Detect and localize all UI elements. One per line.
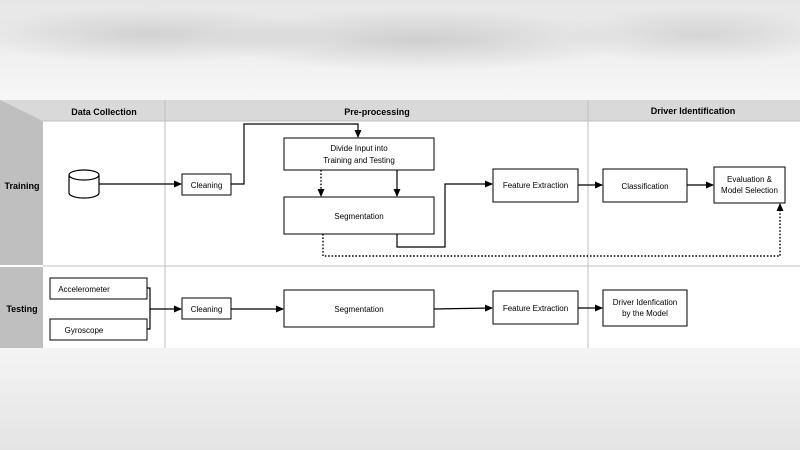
lane-label-testing: Testing — [6, 304, 37, 314]
driver-identification-label-line1: Driver Idenfication — [613, 298, 677, 307]
training-segmentation-box: Segmentation — [283, 196, 435, 235]
arrow-cleaning-to-divide — [231, 123, 362, 185]
divide-input-box: Divide Input into Training and Testing — [283, 137, 435, 171]
gyroscope-label: Gyroscope — [65, 326, 104, 335]
accelerometer-label: Accelerometer — [58, 285, 110, 294]
database-icon — [68, 169, 100, 199]
testing-feature-extraction-label: Feature Extraction — [503, 304, 568, 313]
dotted-arrow-segmentation-to-evaluation — [322, 203, 784, 257]
training-feature-extraction-box: Feature Extraction — [492, 168, 579, 203]
evaluation-label-line2: Model Selection — [721, 186, 778, 195]
lane-label-training: Training — [4, 181, 39, 191]
driver-identification-label-line2: by the Model — [622, 309, 668, 318]
testing-feature-extraction-box: Feature Extraction — [492, 290, 579, 325]
testing-cleaning-box: Cleaning — [181, 297, 232, 320]
phase-header-pre-processing: Pre-processing — [344, 107, 410, 117]
classification-box: Classification — [602, 168, 688, 203]
phase-header-data-collection: Data Collection — [71, 107, 137, 117]
divide-input-label-line2: Training and Testing — [323, 156, 395, 165]
testing-cleaning-label: Cleaning — [191, 305, 223, 314]
accelerometer-box: Accelerometer — [49, 277, 148, 300]
training-segmentation-label: Segmentation — [334, 212, 383, 221]
arrow-segmentation-to-feature-extraction-testing — [433, 304, 493, 312]
phase-header-driver-identification: Driver Identification — [651, 106, 736, 116]
driver-identification-box: Driver Idenfication by the Model — [602, 289, 688, 327]
phase-header-band — [0, 100, 800, 121]
evaluation-label-line1: Evaluation & — [727, 175, 773, 184]
divide-input-label-line1: Divide Input into — [330, 144, 388, 153]
gyroscope-box: Gyroscope — [49, 318, 148, 341]
training-cleaning-box: Cleaning — [181, 173, 232, 196]
blurred-background-top — [0, 0, 800, 100]
training-cleaning-label: Cleaning — [191, 181, 223, 190]
training-feature-extraction-label: Feature Extraction — [503, 181, 568, 190]
arrow-segmentation-to-feature-extraction — [396, 180, 493, 248]
evaluation-box: Evaluation & Model Selection — [713, 166, 786, 204]
classification-label: Classification — [621, 182, 668, 191]
testing-segmentation-label: Segmentation — [334, 305, 383, 314]
lane-header-strip — [0, 100, 43, 348]
testing-segmentation-box: Segmentation — [283, 289, 435, 328]
blurred-background-bottom — [0, 348, 800, 450]
